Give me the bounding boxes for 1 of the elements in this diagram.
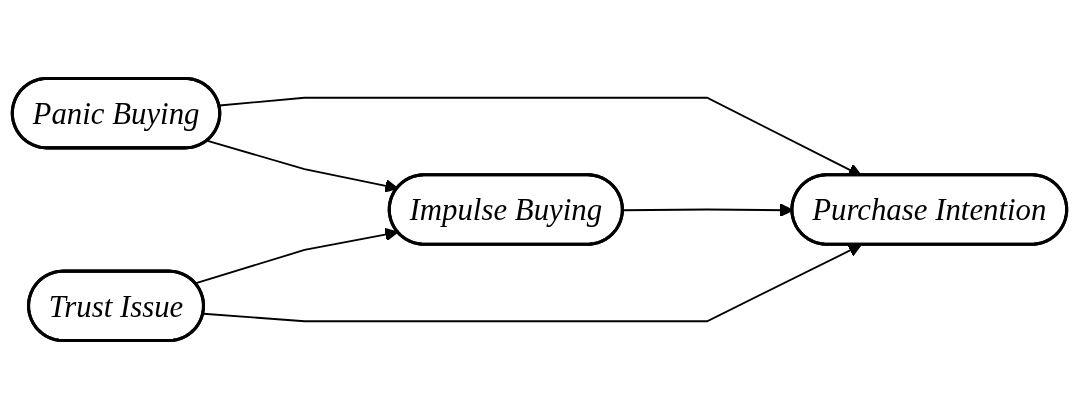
arrow	[206, 139, 399, 193]
